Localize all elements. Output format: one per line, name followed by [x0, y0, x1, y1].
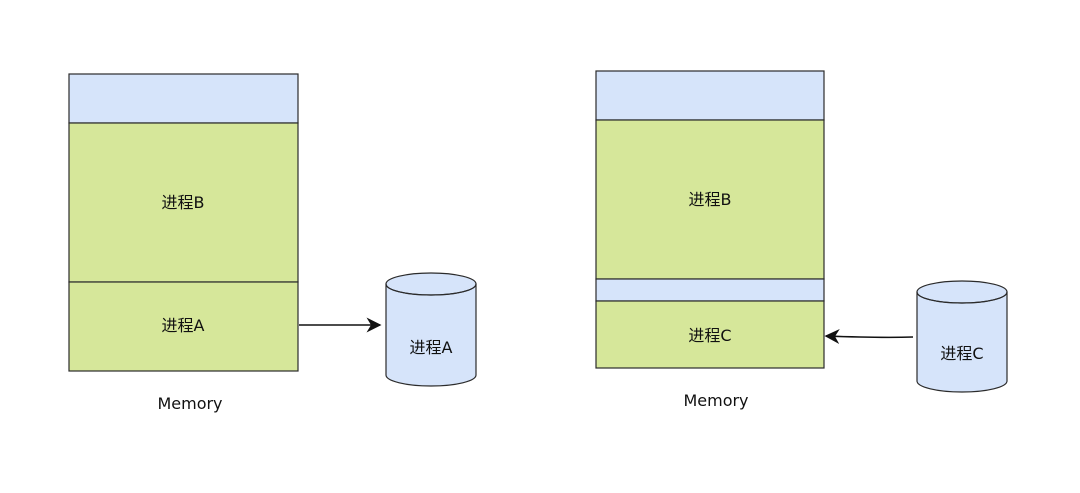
right-free-block-mid: [595, 278, 825, 302]
left-memory-stack: 进程B 进程A: [68, 73, 299, 372]
right-process-b-block: [595, 119, 825, 280]
left-panel: 进程B 进程A Memory 进程A: [68, 73, 477, 413]
left-process-a-block: [68, 281, 299, 372]
left-process-b-block: [68, 122, 299, 283]
right-panel: 进程B 进程C Memory 进程C: [595, 70, 1008, 410]
left-memory-caption: Memory: [157, 394, 222, 413]
left-process-a-label: 进程A: [162, 316, 205, 335]
swap-in-arrow: [824, 329, 914, 344]
right-free-block-top: [595, 70, 825, 121]
left-disk-label: 进程A: [410, 338, 453, 357]
right-process-c-block: [595, 300, 825, 369]
left-process-b-label: 进程B: [162, 193, 205, 212]
right-memory-stack: 进程B 进程C: [595, 70, 825, 369]
right-disk-cylinder: [916, 280, 1008, 393]
right-process-c-label: 进程C: [688, 326, 731, 345]
right-process-b-label: 进程B: [689, 190, 732, 209]
right-disk-label: 进程C: [940, 344, 983, 363]
right-memory-caption: Memory: [683, 391, 748, 410]
left-disk-cylinder: [385, 272, 477, 387]
left-free-block: [68, 73, 299, 124]
